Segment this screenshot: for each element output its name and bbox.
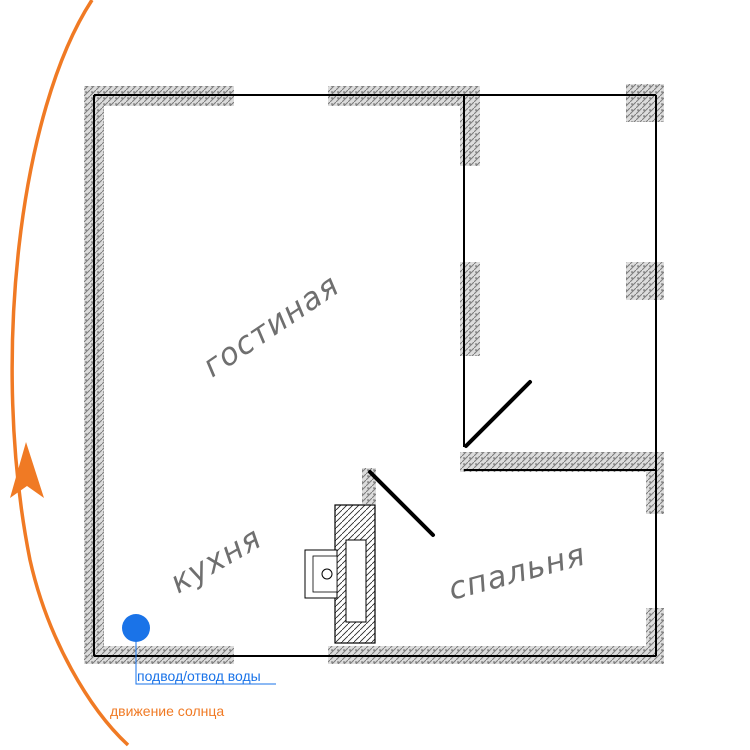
wall-texture-segment <box>626 262 664 300</box>
doors <box>368 380 532 537</box>
stove-inner <box>345 539 367 623</box>
water-leader-line <box>135 642 276 685</box>
legend-sun-label: движение солнца <box>110 703 224 719</box>
legend-water-label: подвод/отвод воды <box>137 668 261 684</box>
stove-firebox-inner <box>312 555 338 593</box>
wall-lines <box>93 94 657 657</box>
stove <box>304 504 376 644</box>
living-door <box>368 470 435 537</box>
stove-burner-icon <box>321 568 333 580</box>
room-label-living: гостиная <box>196 267 346 384</box>
wall-texture <box>84 84 664 664</box>
wall-texture-segment <box>460 452 664 472</box>
room-label-kitchen: кухня <box>164 520 268 601</box>
room-label-bedroom: спальня <box>445 537 590 608</box>
bedroom-door <box>464 380 532 448</box>
wall-texture-segment <box>626 84 664 122</box>
sun-path-arrow-icon <box>10 0 130 747</box>
water-point-icon <box>122 614 150 642</box>
water-point <box>122 614 276 685</box>
